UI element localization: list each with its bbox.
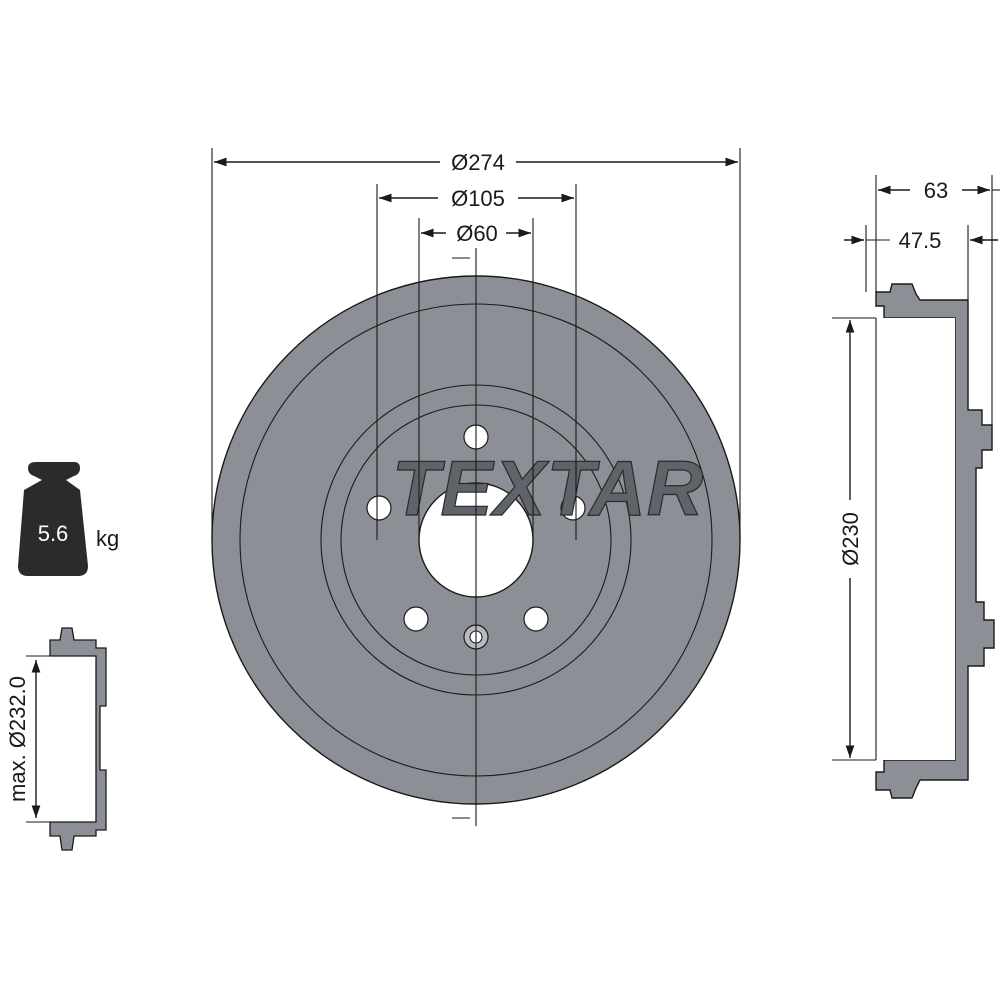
weight-indicator: 5.6 kg bbox=[18, 462, 119, 576]
front-view: TEXTAR Ø274 Ø105 Ø60 bbox=[211, 148, 741, 826]
weight-unit: kg bbox=[96, 526, 119, 551]
weight-icon bbox=[18, 462, 88, 576]
weight-value: 5.6 bbox=[38, 521, 69, 546]
max-diameter-view: max. Ø232.0 bbox=[5, 627, 107, 851]
brand-logo: TEXTAR bbox=[392, 444, 704, 532]
dim-max-label: max. Ø232.0 bbox=[5, 676, 30, 802]
dim-230-label: Ø230 bbox=[838, 512, 863, 566]
bolt-hole-left bbox=[366, 495, 392, 521]
drum-interior bbox=[876, 318, 955, 760]
drum-section-profile bbox=[875, 283, 995, 799]
dim-274-label: Ø274 bbox=[451, 150, 505, 175]
bolt-hole-lower-right bbox=[523, 606, 549, 632]
dim-47-label: 47.5 bbox=[899, 228, 942, 253]
max-diameter-section-profile bbox=[49, 627, 107, 851]
dim-60-label: Ø60 bbox=[456, 221, 498, 246]
dim-63-label: 63 bbox=[924, 178, 948, 203]
bolt-hole-lower-left bbox=[403, 606, 429, 632]
side-section-view: 63 47.5 Ø230 bbox=[832, 175, 1000, 799]
dim-105-label: Ø105 bbox=[451, 186, 505, 211]
bolt-hole-right bbox=[560, 495, 586, 521]
